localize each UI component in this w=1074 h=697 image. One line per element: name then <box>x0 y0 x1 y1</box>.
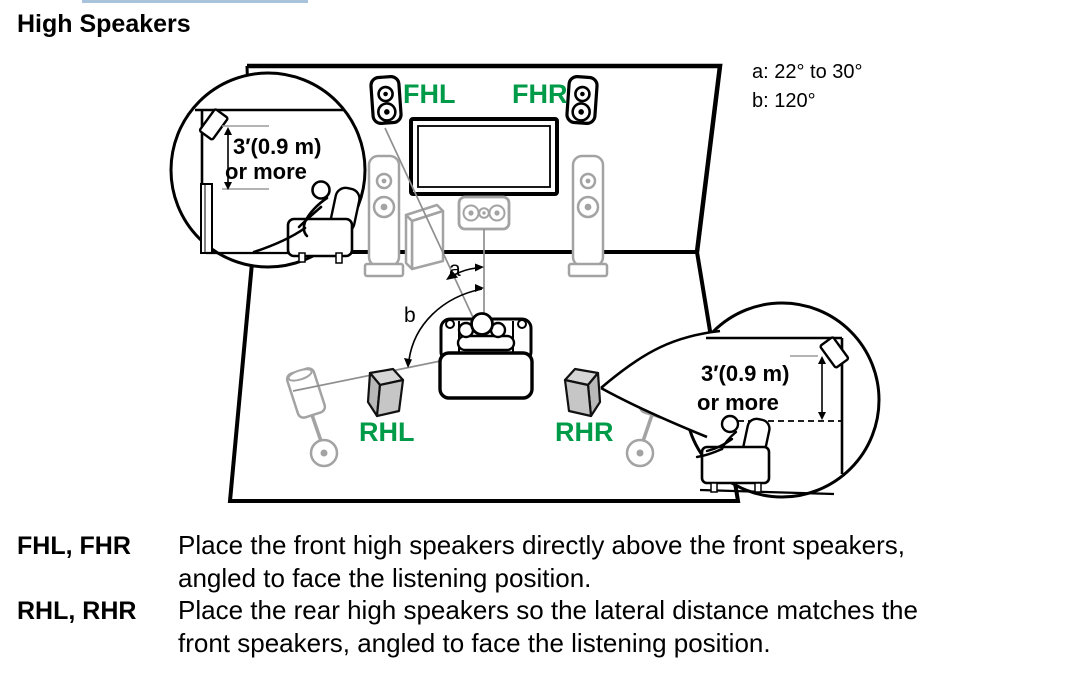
angle-b-label: b <box>404 304 416 327</box>
rear-height-inset: 3′(0.9 m) or more <box>600 301 881 499</box>
center-speaker <box>457 195 511 231</box>
listening-position-couch <box>438 312 534 400</box>
front-left-tower-speaker <box>363 154 405 278</box>
rhr-label: RHR <box>555 417 614 447</box>
angle-a-arc <box>446 263 484 280</box>
front-height-text-line1: 3′(0.9 m) <box>233 134 321 159</box>
definition-term: FHL, FHR <box>17 532 131 560</box>
rhl-label: RHL <box>359 417 415 447</box>
definition-description: Place the front high speakers directly a… <box>178 530 905 593</box>
front-height-text-line2: or more <box>225 159 307 184</box>
fhl-speaker <box>369 75 403 125</box>
angle-b-arc <box>404 284 484 368</box>
page-title: High Speakers <box>17 10 191 38</box>
fhr-speaker <box>565 75 599 125</box>
front-height-inset: 3′(0.9 m) or more <box>169 71 367 269</box>
angle-a-label: a <box>449 258 461 281</box>
angle-note-a: a: 22° to 30° <box>752 61 863 83</box>
speaker-definitions: FHL, FHR Place the front high speakers d… <box>17 529 1057 659</box>
angle-note-b: b: 120° <box>752 90 816 112</box>
wall-mounted-speaker-icon-right <box>819 336 850 369</box>
subwoofer <box>404 203 445 271</box>
front-right-tower-speaker <box>567 154 609 278</box>
fhr-label: FHR <box>512 79 568 109</box>
rhr-speaker <box>563 367 602 418</box>
definition-term: RHL, RHR <box>17 597 137 625</box>
listener-side-view-right <box>695 414 771 493</box>
fhl-label: FHL <box>403 79 455 109</box>
angle-notes: a: 22° to 30° b: 120° <box>752 58 863 116</box>
listener-head <box>470 312 494 336</box>
top-rule <box>82 0 308 3</box>
rear-height-text-line1: 3′(0.9 m) <box>701 361 789 386</box>
wall-mounted-speaker-icon <box>198 108 229 141</box>
rhl-speaker <box>366 367 405 418</box>
listener-side-view-left <box>252 180 361 264</box>
tv-side-view <box>200 183 213 254</box>
tv <box>409 117 559 196</box>
definition-description: Place the rear high speakers so the late… <box>178 595 918 658</box>
left-surround-stand-speaker <box>285 367 339 468</box>
rear-height-text-line2: or more <box>697 390 779 415</box>
